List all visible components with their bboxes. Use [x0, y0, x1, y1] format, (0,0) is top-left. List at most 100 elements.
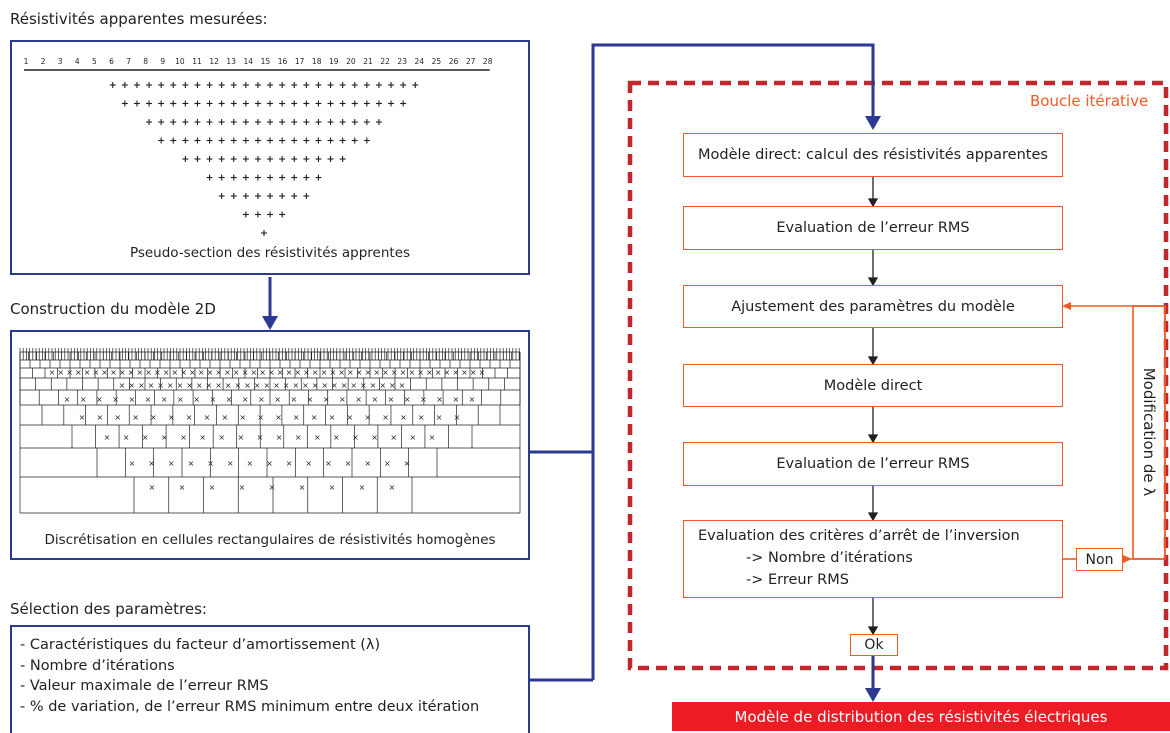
data-point	[388, 82, 395, 88]
data-point	[303, 82, 310, 88]
data-point	[230, 193, 237, 199]
svg-text:×: ×	[323, 395, 330, 404]
electrode-number: 23	[397, 57, 407, 66]
data-point	[182, 156, 189, 162]
svg-text:×: ×	[371, 433, 378, 442]
svg-text:×: ×	[420, 395, 427, 404]
data-point	[267, 119, 274, 125]
svg-text:×: ×	[286, 368, 293, 377]
svg-text:×: ×	[110, 368, 117, 377]
data-point	[279, 156, 286, 162]
svg-text:×: ×	[266, 459, 273, 468]
svg-text:×: ×	[215, 381, 222, 390]
data-point	[182, 100, 189, 107]
data-point	[279, 119, 286, 125]
svg-text:×: ×	[364, 413, 371, 422]
data-point	[327, 119, 334, 125]
svg-text:×: ×	[388, 395, 395, 404]
svg-text:×: ×	[180, 433, 187, 442]
data-point	[291, 82, 298, 88]
data-point	[182, 137, 189, 144]
svg-text:×: ×	[189, 368, 196, 377]
svg-text:×: ×	[218, 433, 225, 442]
data-point	[279, 174, 286, 181]
svg-text:×: ×	[452, 368, 459, 377]
svg-text:×: ×	[294, 368, 301, 377]
data-point	[206, 137, 213, 144]
data-point	[230, 156, 237, 162]
svg-text:×: ×	[157, 381, 164, 390]
data-point	[267, 193, 274, 199]
svg-text:×: ×	[172, 368, 179, 377]
svg-text:×: ×	[302, 381, 309, 390]
data-point	[194, 137, 201, 144]
svg-text:×: ×	[314, 433, 321, 442]
parameter-item: - Caractéristiques du facteur d’amortiss…	[20, 637, 381, 653]
ok-branch-label: Ok	[850, 634, 898, 656]
data-point	[351, 82, 358, 88]
svg-text:×: ×	[364, 459, 371, 468]
data-point	[315, 156, 322, 162]
data-point	[267, 211, 274, 218]
pseudo-section-caption: Pseudo-section des résistivités apprente…	[129, 245, 411, 261]
data-point	[218, 82, 225, 88]
svg-text:×: ×	[341, 381, 348, 390]
svg-text:×: ×	[329, 413, 336, 422]
arrow-head	[865, 688, 881, 702]
data-point	[121, 82, 128, 88]
svg-text:×: ×	[75, 368, 82, 377]
data-point	[279, 211, 286, 218]
data-point	[182, 82, 189, 88]
data-point	[218, 119, 225, 125]
data-point	[267, 137, 274, 144]
svg-text:×: ×	[311, 413, 318, 422]
data-point	[218, 137, 225, 144]
data-point	[291, 119, 298, 125]
svg-text:×: ×	[209, 483, 216, 492]
data-point	[315, 82, 322, 88]
svg-text:×: ×	[347, 368, 354, 377]
svg-text:×: ×	[312, 381, 319, 390]
svg-text:×: ×	[149, 483, 156, 492]
svg-text:×: ×	[177, 395, 184, 404]
svg-text:×: ×	[390, 433, 397, 442]
step-forward-model-apparent: Modèle direct: calcul des résistivités a…	[683, 133, 1063, 177]
data-point	[339, 119, 346, 125]
data-point	[230, 119, 237, 125]
svg-text:×: ×	[305, 459, 312, 468]
svg-text:×: ×	[333, 433, 340, 442]
data-point	[170, 137, 177, 144]
svg-text:×: ×	[154, 368, 161, 377]
svg-text:×: ×	[227, 459, 234, 468]
data-point	[351, 137, 358, 144]
data-point	[339, 100, 346, 107]
data-point	[363, 82, 370, 88]
feedback-label: Modification de λ	[1140, 367, 1158, 497]
svg-text:×: ×	[259, 368, 266, 377]
data-point	[230, 137, 237, 144]
data-point	[315, 137, 322, 144]
data-point	[206, 174, 213, 181]
svg-text:×: ×	[274, 395, 281, 404]
svg-text:×: ×	[179, 483, 186, 492]
svg-text:×: ×	[150, 413, 157, 422]
electrode-number: 16	[278, 57, 288, 66]
step-stop-criteria: Evaluation des critères d’arrêt de l’inv…	[683, 520, 1063, 598]
arrow-head	[262, 316, 278, 330]
data-point	[327, 100, 334, 107]
svg-text:×: ×	[479, 368, 486, 377]
electrode-number: 4	[75, 57, 80, 66]
model-2d-heading: Construction du modèle 2D	[10, 300, 216, 318]
svg-text:×: ×	[329, 483, 336, 492]
data-point	[194, 100, 201, 107]
parameter-item: - Nombre d’itérations	[20, 657, 175, 674]
data-point	[194, 156, 201, 162]
svg-text:×: ×	[295, 433, 302, 442]
svg-text:×: ×	[136, 368, 143, 377]
svg-text:×: ×	[371, 395, 378, 404]
svg-text:×: ×	[452, 395, 459, 404]
data-point	[279, 100, 286, 107]
svg-text:×: ×	[101, 368, 108, 377]
parameter-item: - Valeur maximale de l’erreur RMS	[20, 678, 269, 694]
data-point	[218, 193, 225, 199]
